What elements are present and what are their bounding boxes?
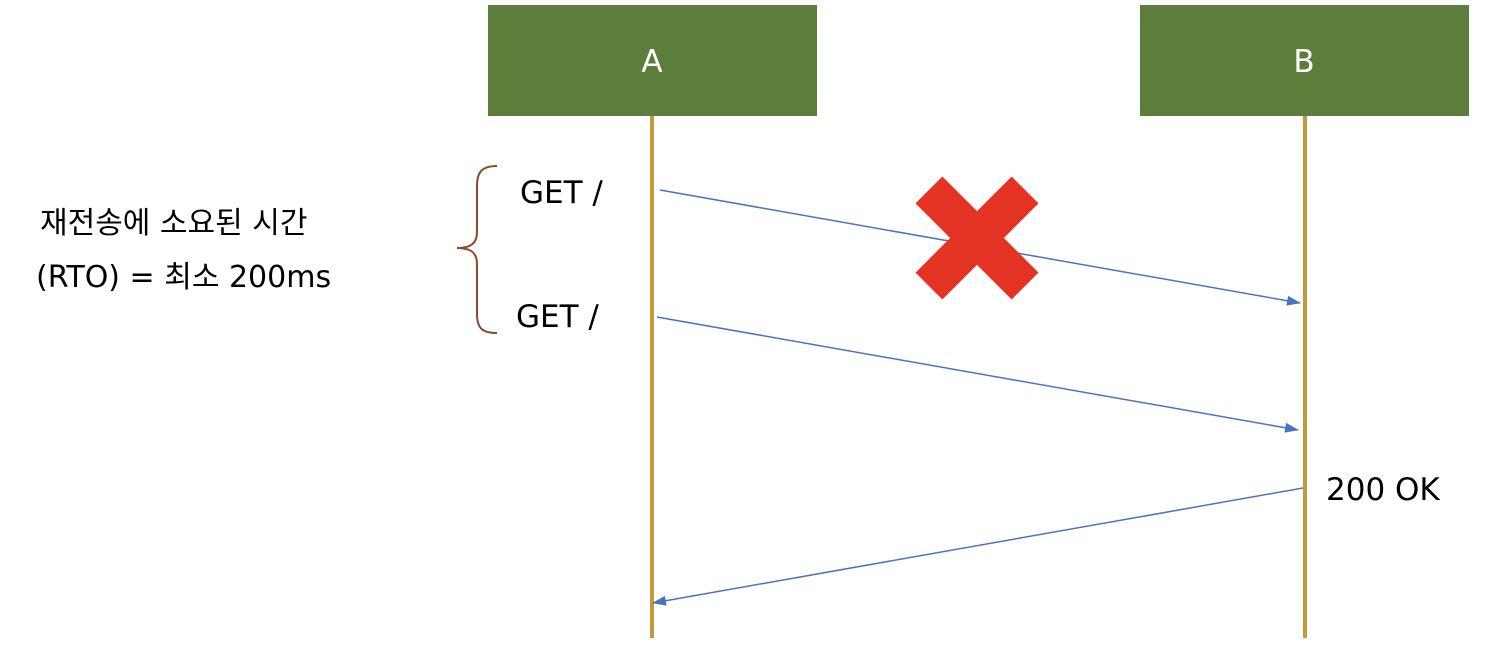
message-arrow	[652, 487, 1304, 606]
message-label: GET /	[516, 299, 599, 335]
message-arrow	[656, 316, 1299, 433]
message-label: GET /	[520, 175, 603, 211]
participant-b-label: B	[1293, 44, 1314, 80]
annotation-line-1: 재전송에 소요된 시간	[40, 206, 307, 241]
participant-b-box	[1140, 5, 1469, 116]
x-mark-icon	[915, 176, 1039, 300]
participant-a-box	[488, 5, 817, 116]
message-get-retransmit: GET /	[516, 299, 1299, 433]
message-get-lost: GET /	[520, 175, 1301, 306]
participant-a-label: A	[641, 44, 662, 80]
message-200-ok: 200 OK	[652, 472, 1440, 606]
participant-b: B	[1140, 5, 1469, 116]
participant-a: A	[488, 5, 817, 116]
annotation-line-2: (RTO) = 최소 200ms	[36, 260, 331, 295]
message-label: 200 OK	[1326, 472, 1440, 508]
time-brace	[456, 165, 498, 334]
